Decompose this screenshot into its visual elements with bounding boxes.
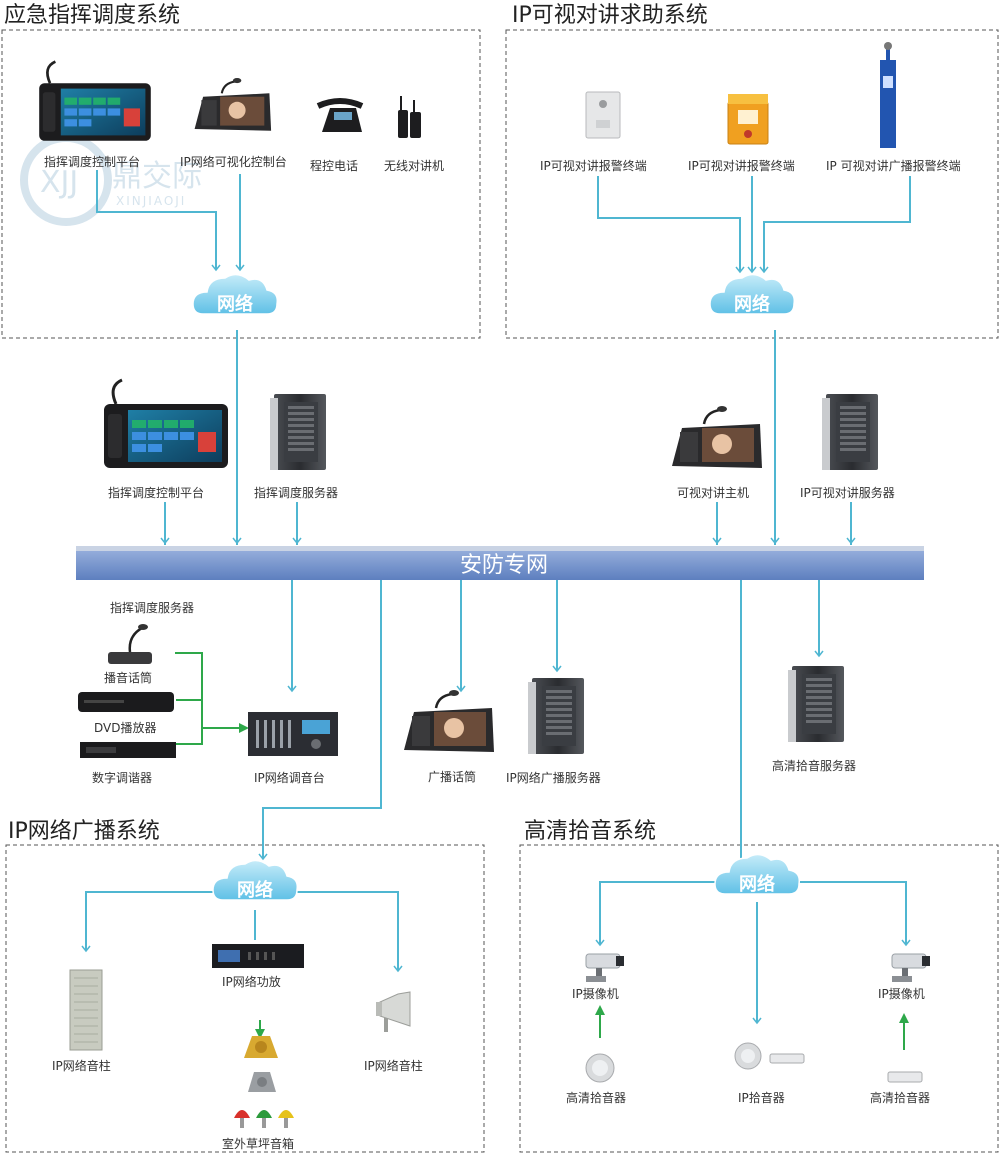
watermark-logo: XJJ 鼎交际 XINJIAOJI [20,134,202,226]
device-label: 指挥调度控制平台 [108,485,204,500]
section-title-broadcast: IP网络广播系统 [8,819,160,844]
dispatch-server-mid: 指挥调度服务器 [254,394,338,500]
digital-tuner: 数字调谐器 [80,742,176,785]
audio-signal-links [175,652,909,1050]
watermark-name: 鼎交际 [112,159,202,194]
security-network-bus: 安防专网 [76,546,924,580]
device-label: IP可视对讲服务器 [800,485,895,500]
cloud-label: 网络 [739,873,775,895]
device-label: IP网络调音台 [254,770,325,785]
alarm-terminal-2: IP可视对讲报警终端 [688,94,795,173]
intercom-section-box [505,29,999,339]
network-cloud-emergency: 网络 [192,273,279,315]
network-links [81,170,911,1025]
ip-speaker-column-left: IP网络音柱 [52,969,111,1073]
outdoor-lawn-speakers: 室外草坪音箱 [222,1036,294,1151]
dispatch-platform-mid: 指挥调度控制平台 [102,378,230,500]
device-label: IP可视对讲报警终端 [540,158,647,173]
device-label: 指挥调度控制平台 [44,154,140,169]
emergency-section-box [1,29,481,339]
network-cloud-broadcast: 网络 [212,859,299,901]
device-label: 广播话筒 [428,769,476,784]
section-title-emergency: 应急指挥调度系统 [4,3,180,28]
broadcast-section-box [5,844,485,1153]
bus-label: 安防专网 [460,553,548,578]
device-label: 高清拾音器 [566,1090,626,1105]
network-cloud-intercom: 网络 [709,273,796,315]
device-label: 数字调谐器 [92,770,152,785]
ip-amplifier: IP网络功放 [212,944,304,989]
device-label: IP拾音器 [738,1090,785,1105]
device-label: IP网络可视化控制台 [180,154,287,169]
cloud-label: 网络 [217,293,253,315]
broadcast-microphone-2: 广播话筒 [402,688,496,784]
walkie-talkie: 无线对讲机 [384,96,444,173]
device-label: IP网络广播服务器 [506,770,601,785]
dispatch-server-low-label: 指挥调度服务器 [110,600,194,615]
hd-pickup-right: 高清拾音器 [870,1071,930,1105]
device-label: 室外草坪音箱 [222,1136,294,1151]
dispatch-platform-top: 指挥调度控制平台 [37,60,153,169]
ip-pickup-mid: IP拾音器 [734,1042,805,1105]
cloud-label: 网络 [237,879,273,901]
device-label: 可视对讲主机 [677,485,749,500]
device-label: IP网络音柱 [52,1058,111,1073]
hd-pickup-left: 高清拾音器 [566,1053,626,1105]
pickup-section-box [519,844,999,1153]
watermark-mark: XJJ [40,165,78,200]
hd-pickup-server: 高清拾音服务器 [772,666,856,773]
device-label: IP网络功放 [222,974,281,989]
device-label: IP摄像机 [878,986,925,1001]
device-label: 程控电话 [310,158,358,173]
device-label: IP网络音柱 [364,1058,423,1073]
device-label: 高清拾音器 [870,1090,930,1105]
device-label: 播音话筒 [104,670,152,685]
device-label: IP摄像机 [572,986,619,1001]
ip-camera-right: IP摄像机 [878,953,931,1001]
device-label: 高清拾音服务器 [772,758,856,773]
broadcast-microphone: 播音话筒 [104,624,152,685]
device-label: IP可视对讲报警终端 [688,158,795,173]
ip-visual-console: IP网络可视化控制台 [180,76,287,169]
device-label: 无线对讲机 [384,158,444,173]
section-title-intercom: IP可视对讲求助系统 [512,3,708,28]
device-label: IP 可视对讲广播报警终端 [826,158,961,173]
ip-broadcast-server: IP网络广播服务器 [506,678,601,785]
intercom-host: 可视对讲主机 [670,404,764,500]
alarm-terminal-1: IP可视对讲报警终端 [540,91,647,173]
intercom-server: IP可视对讲服务器 [800,394,895,500]
ip-speaker-horn-right: IP网络音柱 [364,991,423,1073]
device-label: 指挥调度服务器 [254,485,338,500]
network-cloud-pickup: 网络 [714,853,801,895]
program-phone: 程控电话 [310,98,364,173]
section-title-pickup: 高清拾音系统 [524,819,656,844]
dvd-player: DVD播放器 [78,692,174,735]
device-label: DVD播放器 [94,720,156,735]
ip-mixer: IP网络调音台 [248,712,338,785]
cloud-label: 网络 [734,293,770,315]
broadcast-alarm-pole: IP 可视对讲广播报警终端 [826,42,961,173]
ip-camera-left: IP摄像机 [572,953,625,1001]
watermark-pinyin: XINJIAOJI [116,194,186,208]
